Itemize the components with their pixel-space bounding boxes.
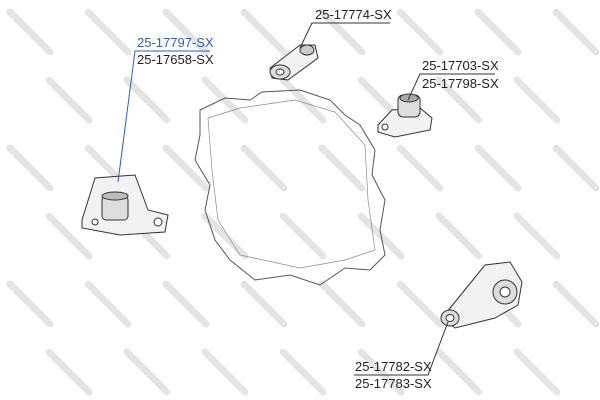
watermark-mark bbox=[279, 348, 327, 396]
part-label-25-17782: 25-17782-SX bbox=[355, 359, 432, 374]
watermark-mark bbox=[162, 144, 210, 192]
leader-torque-rod bbox=[354, 321, 449, 376]
part-label-25-17797: 25-17797-SX bbox=[137, 35, 214, 50]
part-label-25-17798: 25-17798-SX bbox=[422, 76, 499, 91]
watermark-mark bbox=[396, 280, 444, 328]
watermark-mark bbox=[318, 280, 366, 328]
watermark-mark bbox=[84, 8, 132, 56]
watermark-mark bbox=[318, 8, 366, 56]
watermark-mark bbox=[513, 348, 561, 396]
watermark-mark bbox=[45, 348, 93, 396]
watermark-mark bbox=[435, 348, 483, 396]
watermark-mark bbox=[84, 280, 132, 328]
watermark-mark bbox=[162, 8, 210, 56]
part-label-25-17774: 25-17774-SX bbox=[315, 7, 392, 22]
watermark-mark bbox=[435, 212, 483, 260]
watermark-mark bbox=[279, 212, 327, 260]
top-mount-drawing bbox=[269, 44, 319, 81]
watermark-mark bbox=[123, 76, 171, 124]
watermark-mark bbox=[6, 144, 54, 192]
engine-outline bbox=[194, 89, 386, 286]
left-mount-drawing bbox=[81, 174, 169, 236]
watermark-mark bbox=[435, 76, 483, 124]
leader-right-mount bbox=[407, 73, 495, 101]
right-mount-drawing bbox=[377, 93, 433, 138]
watermark-mark bbox=[240, 280, 288, 328]
leader-left-mount bbox=[117, 50, 210, 183]
watermark-mark bbox=[474, 144, 522, 192]
watermark-mark bbox=[474, 8, 522, 56]
watermark-mark bbox=[513, 76, 561, 124]
watermark-mark bbox=[396, 8, 444, 56]
watermark-mark bbox=[6, 8, 54, 56]
watermark-mark bbox=[162, 280, 210, 328]
part-label-25-17703: 25-17703-SX bbox=[422, 58, 499, 73]
watermark-mark bbox=[513, 212, 561, 260]
watermark-mark bbox=[45, 212, 93, 260]
watermark-mark bbox=[45, 76, 93, 124]
engine-outline-inner bbox=[207, 99, 376, 269]
watermark-mark bbox=[123, 348, 171, 396]
watermark-mark bbox=[240, 8, 288, 56]
watermark-mark bbox=[396, 144, 444, 192]
watermark-mark bbox=[201, 348, 249, 396]
watermark-mark bbox=[240, 144, 288, 192]
watermark-mark bbox=[279, 76, 327, 124]
torque-rod-drawing bbox=[440, 261, 523, 329]
watermark-mark bbox=[552, 144, 600, 192]
watermark-mark bbox=[552, 280, 600, 328]
watermark-mark bbox=[201, 76, 249, 124]
watermark-mark bbox=[318, 144, 366, 192]
watermark-mark bbox=[552, 8, 600, 56]
watermark bbox=[6, 8, 600, 396]
watermark-mark bbox=[201, 212, 249, 260]
watermark-mark bbox=[357, 348, 405, 396]
part-label-25-17658: 25-17658-SX bbox=[137, 52, 214, 67]
watermark-mark bbox=[6, 280, 54, 328]
leader-top-mount bbox=[299, 22, 390, 49]
part-label-25-17783: 25-17783-SX bbox=[355, 376, 432, 391]
